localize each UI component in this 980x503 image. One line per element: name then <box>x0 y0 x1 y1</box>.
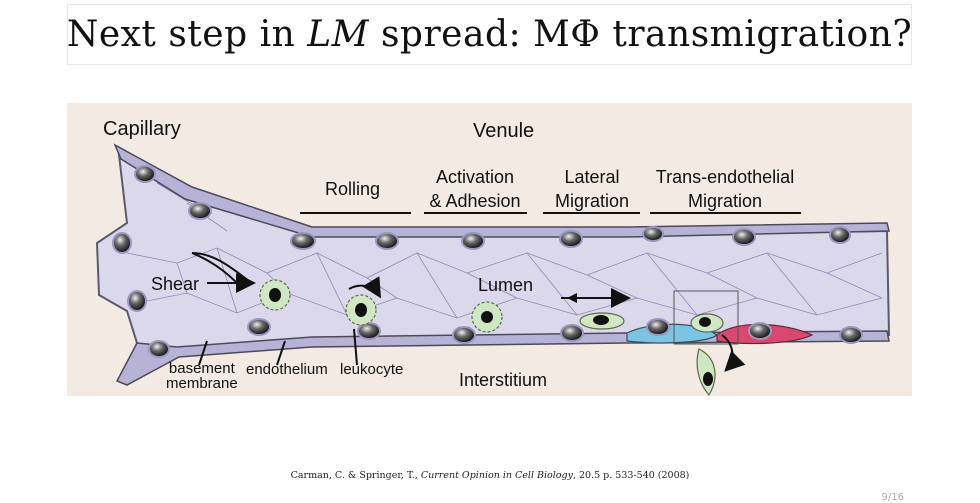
activation-label-line1: Activation <box>435 167 515 187</box>
leukocyte-label: leukocyte <box>340 361 404 378</box>
activation-label-line2: & Adhesion <box>429 191 521 211</box>
page-number: 9/16 <box>881 492 904 503</box>
motion-arrows <box>191 252 746 372</box>
capillary-label: Capillary <box>103 118 181 140</box>
activation-adhesion-label: Activation & Adhesion <box>423 165 527 213</box>
basement-label-line1: basement <box>168 360 235 377</box>
transmigration-diagram: Capillary Venule Rolling Activation & Ad… <box>67 103 912 396</box>
double-arrow-left-head <box>567 293 577 303</box>
title-text-end: spread: MΦ transmigration? <box>369 14 913 55</box>
basement-label-line2: membrane <box>166 375 238 392</box>
transmigration-highlight-box <box>673 290 739 345</box>
venule-label: Venule <box>473 120 535 142</box>
citation: Carman, C. & Springer, T., Current Opini… <box>0 470 980 481</box>
citation-journal: Current Opinion in Cell Biology <box>420 470 573 481</box>
basement-membrane-label: basement membrane <box>166 361 238 391</box>
slide-title-box: Next step in LM spread: MΦ transmigratio… <box>67 4 912 65</box>
lumen-label: Lumen <box>478 275 534 295</box>
rolling-label: Rolling <box>325 179 381 199</box>
endothelium-top <box>113 143 890 238</box>
citation-details: , 20.5 p. 533-540 (2008) <box>572 470 690 481</box>
title-text-italic: LM <box>307 14 369 55</box>
title-text-start: Next step in <box>66 14 308 55</box>
shear-label: Shear <box>151 274 200 294</box>
trans-label-line1: Trans-endothelial <box>655 167 795 187</box>
citation-authors: Carman, C. & Springer, T., <box>290 470 421 481</box>
slide-title: Next step in LM spread: MΦ transmigratio… <box>67 14 912 55</box>
lateral-label-line2: Migration <box>554 191 630 211</box>
leukocytes <box>259 279 724 396</box>
lateral-migration-label: Lateral Migration <box>546 165 638 213</box>
trans-label-line2: Migration <box>687 191 763 211</box>
trans-endothelial-label: Trans-endothelial Migration <box>645 165 805 213</box>
endothelium-label: endothelium <box>246 361 328 378</box>
vessel-illustration <box>95 143 891 396</box>
lateral-label-line1: Lateral <box>564 167 620 187</box>
interstitium-label: Interstitium <box>459 370 548 390</box>
endothelial-nuclei <box>112 165 863 358</box>
